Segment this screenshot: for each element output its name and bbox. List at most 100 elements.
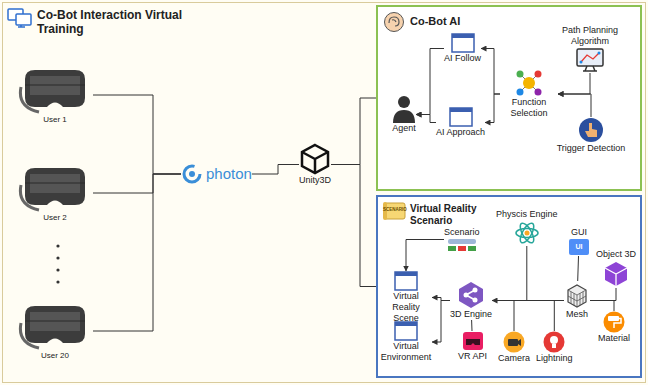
brain-icon [383, 11, 405, 33]
camera-icon [503, 331, 525, 353]
node-label: Trigger Detection [556, 143, 626, 154]
connector [406, 240, 444, 272]
pathplan-icon [575, 47, 605, 73]
user-headset: User 1 [17, 65, 93, 125]
panel-title: Co-Bot AI [410, 15, 530, 28]
panel-title: Virtual Reality Scenario [410, 203, 490, 227]
mesh-node: Mesh [564, 281, 590, 320]
connector [416, 115, 436, 123]
node-label: Path Planning Algorithm [546, 25, 634, 47]
agent-node: Agent [392, 95, 416, 134]
func-icon [515, 69, 543, 97]
user-headset: User 20 [17, 301, 93, 361]
algorithm-node: Path Planning Algorithm [546, 25, 634, 73]
node-label: Agent [392, 123, 416, 134]
connector [481, 49, 500, 95]
node-label: VR API [458, 351, 487, 362]
win-icon [394, 321, 418, 341]
connector [492, 246, 527, 301]
engine-node: 3D Engine [450, 281, 492, 320]
environment-node: Virtual Environment [380, 321, 432, 363]
user-headset: User 2 [17, 163, 93, 223]
photon-icon [181, 163, 203, 185]
win-icon [451, 33, 475, 53]
trigger-icon [578, 117, 604, 143]
cube-icon [602, 260, 630, 288]
node-label: 3D Engine [450, 309, 492, 320]
connector [93, 174, 181, 193]
node-label: Function Selection [500, 97, 558, 119]
node-label: Virtual Reality Scene [380, 291, 432, 324]
win-icon [449, 107, 473, 127]
win-icon [394, 271, 418, 291]
icon-caption-text: SCENARIO [383, 208, 405, 213]
object-node: Object 3D [596, 249, 636, 288]
node-label: Camera [498, 353, 530, 364]
ellipsis-dots [56, 244, 59, 283]
node-label: Lightning [536, 353, 573, 364]
network-logo: photon [181, 163, 252, 185]
material-icon [603, 311, 625, 333]
connector [492, 301, 554, 332]
node-label: Unity3D [299, 175, 331, 186]
connector [558, 94, 591, 117]
connector [93, 174, 181, 331]
node-label: Physcis Engine [496, 209, 558, 220]
light-node: Lightning [536, 331, 573, 364]
connector [558, 73, 590, 94]
api-node: VR API [458, 331, 487, 362]
node-label: User 20 [17, 351, 93, 361]
node-label: GUI [568, 227, 590, 238]
icon-caption-text: UI [568, 243, 590, 250]
icon-caption: UI [568, 243, 590, 250]
node-label: Mesh [564, 309, 590, 320]
material-node: Material [598, 311, 630, 344]
connector [331, 165, 376, 287]
scene-node: Virtual Reality Scene [380, 271, 432, 324]
connector [416, 49, 444, 115]
node-label: Material [598, 333, 630, 344]
gui-node: GUI [568, 227, 590, 256]
engine-logo: Unity3D [299, 143, 331, 186]
node-label: AI Approach [436, 127, 485, 138]
vrapi-icon [462, 331, 484, 351]
trigger-node: Trigger Detection [556, 117, 626, 154]
unity-icon [299, 143, 331, 175]
scenario-panel: Virtual Reality ScenarioScenario Physcis … [376, 195, 642, 378]
atom-icon [514, 220, 540, 246]
connector [93, 95, 181, 174]
scen-icon [447, 238, 477, 252]
monitors-icon [7, 8, 33, 28]
headset-icon [17, 65, 93, 115]
ai-panel: Co-Bot AI Path Planning AlgorithmAgent AI … [376, 5, 642, 191]
behaviour-node: AI Approach [436, 107, 485, 138]
connector [331, 98, 376, 165]
selector-node: Function Selection [500, 69, 558, 119]
connector [590, 301, 614, 312]
node-label: User 2 [17, 213, 93, 223]
icon-caption: SCENARIO [383, 208, 405, 213]
node-label: Object 3D [596, 249, 636, 260]
panel-ground [376, 5, 642, 191]
panel-title: Co-Bot Interaction Virtual Training [37, 8, 187, 36]
behaviour-node: AI Follow [444, 33, 481, 64]
headset-icon [17, 163, 93, 213]
scenario-node: Scenario [444, 227, 480, 252]
node-label: Scenario [444, 227, 480, 238]
connector [471, 320, 472, 331]
connector [432, 301, 450, 343]
connector [252, 165, 299, 175]
connector [590, 288, 616, 301]
node-label: AI Follow [444, 53, 481, 64]
connector [492, 301, 514, 332]
light-icon [543, 331, 565, 353]
node-label: photon [206, 165, 252, 183]
mesh-icon [564, 281, 590, 309]
node-label: User 1 [17, 115, 93, 125]
panel-ground [376, 195, 642, 378]
connector [577, 256, 579, 281]
connector [485, 94, 500, 123]
node-label: Virtual Environment [380, 341, 432, 363]
